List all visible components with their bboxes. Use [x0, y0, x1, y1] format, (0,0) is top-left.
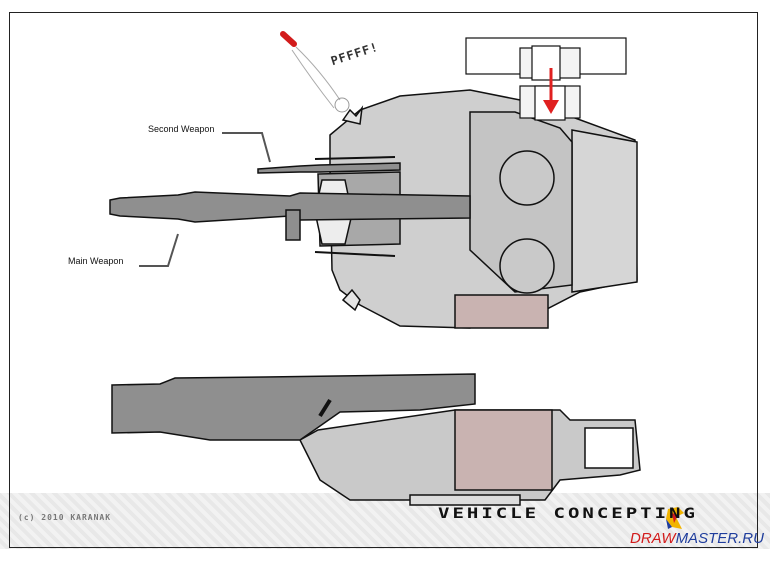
logo-icon	[666, 507, 684, 529]
side-view	[111, 373, 641, 506]
top-secondary-gun	[257, 162, 401, 174]
main-weapon-label: Main Weapon	[68, 256, 124, 266]
side-accent-panel	[454, 409, 553, 491]
top-accent-panel	[454, 294, 549, 329]
top-main-gun	[109, 191, 471, 223]
site-part-1: DRAW	[630, 530, 676, 547]
footer-title: VEHICLE CONCEPTING	[438, 505, 698, 522]
side-skirt	[409, 494, 521, 506]
top-damage-top	[341, 105, 364, 125]
rocket-icon	[280, 31, 350, 113]
copyright-text: (c) 2010 KARANAK	[18, 513, 112, 522]
top-hatch-1	[499, 150, 555, 206]
side-rear-grille	[584, 427, 634, 469]
sheet-frame	[9, 12, 758, 548]
site-part-2: MASTER.RU	[675, 530, 764, 547]
footer-band	[0, 493, 770, 549]
top-hatch-2	[499, 238, 555, 294]
side-detail	[318, 398, 332, 418]
second-weapon-leader	[222, 132, 271, 163]
arrow-down-icon	[543, 68, 559, 114]
top-gun-clamp	[285, 209, 301, 241]
side-turret	[111, 373, 476, 441]
second-weapon-label: Second Weapon	[148, 124, 215, 134]
top-view	[109, 89, 638, 329]
footer-site: DRAWMASTER.RU	[630, 530, 764, 547]
top-damage-bottom	[341, 288, 361, 312]
main-weapon-leader	[139, 233, 179, 267]
top-rear-block	[571, 129, 638, 293]
